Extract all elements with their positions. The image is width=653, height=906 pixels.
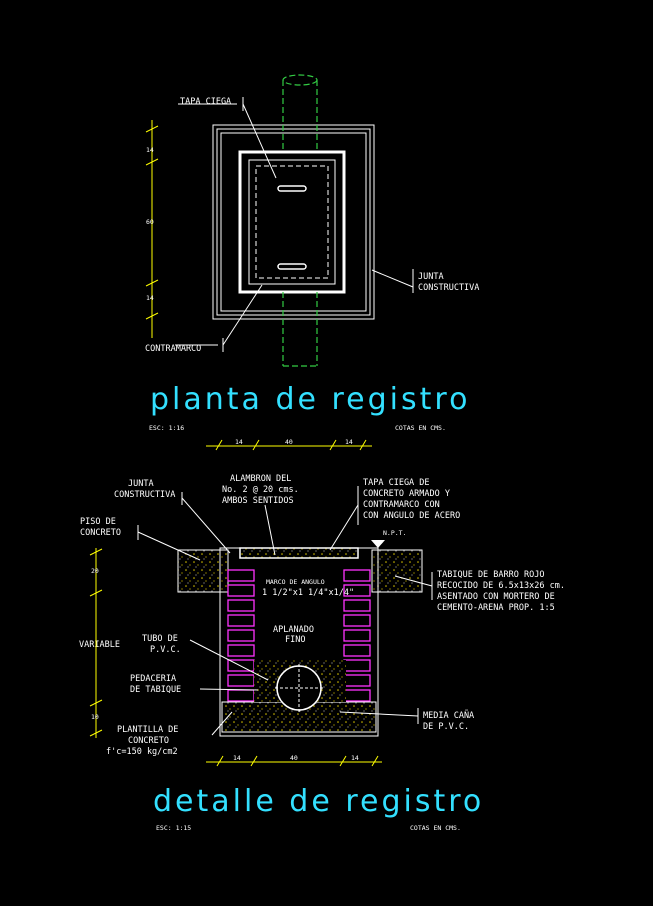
variable-label: VARIABLE: [79, 640, 120, 650]
brick: [227, 614, 255, 627]
brick: [227, 689, 255, 702]
plan-leaders: [175, 97, 414, 352]
pvc-pipe-section: [276, 665, 322, 711]
detail-scale: ESC: 1:15: [156, 824, 191, 832]
plan-horizontal-dimension: 14 40 14: [206, 438, 372, 451]
brick-wall-left: [227, 569, 255, 702]
brick: [227, 644, 255, 657]
plan-dim-v-3: 14: [146, 294, 154, 302]
floor-slab-right: [371, 549, 423, 593]
plan-label-tapa-ciega: TAPA CIEGA: [180, 97, 231, 107]
aplanado-1: APLANADO: [273, 625, 314, 635]
brick: [343, 584, 371, 597]
brick: [343, 689, 371, 702]
detail-junta-2: CONSTRUCTIVA: [114, 490, 175, 500]
plan-outer-frame: [212, 124, 375, 320]
detail-leaders: [137, 486, 433, 736]
detail-title: detalle de registro: [153, 784, 484, 819]
plan-label-contramarco: CONTRAMARCO: [145, 344, 201, 354]
alambron-3: AMBOS SENTIDOS: [222, 496, 294, 506]
detail-view: JUNTA CONSTRUCTIVA ALAMBRON DEL No. 2 @ …: [79, 474, 565, 832]
plantilla-3: f'c=150 kg/cm2: [106, 747, 178, 757]
brick: [343, 614, 371, 627]
plan-label-constructiva: CONSTRUCTIVA: [418, 283, 479, 293]
brick: [343, 674, 371, 687]
tabique-3: ASENTADO CON MORTERO DE: [437, 592, 555, 602]
alambron-2: No. 2 @ 20 cms.: [222, 485, 299, 495]
plan-label-junta: JUNTA: [418, 272, 444, 282]
detail-horizontal-dimension: 14 40 14: [206, 754, 382, 767]
plan-dim-v-1: 14: [146, 146, 154, 154]
tubo-2: P.V.C.: [150, 645, 181, 655]
plan-units: COTAS EN CMS.: [395, 424, 446, 432]
plantilla-1: PLANTILLA DE: [117, 725, 178, 735]
pedaceria-2: DE TABIQUE: [130, 685, 181, 695]
brick: [227, 584, 255, 597]
detail-dim-h-1: 14: [233, 754, 241, 762]
marco-1: MARCO DE ANGULO: [266, 578, 325, 586]
brick: [227, 674, 255, 687]
brick: [343, 599, 371, 612]
plan-dim-v-2: 60: [146, 218, 154, 226]
piso-1: PISO DE: [80, 517, 116, 527]
aplanado-2: FINO: [285, 635, 305, 645]
detail-dim-v-2: 10: [91, 713, 99, 721]
detail-dim-v-1: 20: [91, 567, 99, 575]
brick: [343, 644, 371, 657]
plan-pvc-pipe: [282, 74, 318, 367]
plan-dim-h-3: 14: [345, 438, 353, 446]
plan-vertical-dimension: 14 60 14: [145, 120, 159, 338]
tabique-1: TABIQUE DE BARRO ROJO: [437, 570, 544, 580]
plan-view: 14 60 14: [145, 74, 479, 451]
tapa-3: CONTRAMARCO CON: [363, 500, 440, 510]
tapa-2: CONCRETO ARMADO Y: [363, 489, 450, 499]
detail-dim-h-3: 14: [351, 754, 359, 762]
plan-dim-h-1: 14: [235, 438, 243, 446]
tabique-4: CEMENTO-ARENA PROP. 1:5: [437, 603, 555, 613]
plan-scale: ESC: 1:16: [149, 424, 184, 432]
media-2: DE P.V.C.: [423, 722, 469, 732]
brick-wall-right: [343, 569, 371, 702]
brick: [343, 569, 371, 582]
marco-2: 1 1/2"x1 1/4"x1/4": [262, 588, 354, 598]
detail-dim-h-2: 40: [290, 754, 298, 762]
media-1: MEDIA CAÑA: [423, 710, 474, 721]
plantilla-2: CONCRETO: [128, 736, 169, 746]
npt-label: N.P.T.: [383, 529, 406, 537]
detail-vertical-dimension: 20 10: [89, 548, 103, 738]
plan-title: planta de registro: [150, 382, 470, 417]
tabique-2: RECOCIDO DE 6.5x13x26 cm.: [437, 581, 565, 591]
cover-lid: [239, 547, 359, 559]
detail-junta-1: JUNTA: [128, 479, 154, 489]
tubo-1: TUBO DE: [142, 634, 178, 644]
brick: [227, 629, 255, 642]
brick: [343, 629, 371, 642]
brick: [343, 659, 371, 672]
brick: [227, 599, 255, 612]
pedaceria-1: PEDACERIA: [130, 674, 176, 684]
plan-dim-h-2: 40: [285, 438, 293, 446]
piso-2: CONCRETO: [80, 528, 121, 538]
alambron-1: ALAMBRON DEL: [230, 474, 291, 484]
brick: [227, 569, 255, 582]
tapa-4: CON ANGULO DE ACERO: [363, 511, 460, 521]
detail-units: COTAS EN CMS.: [410, 824, 461, 832]
tapa-1: TAPA CIEGA DE: [363, 478, 430, 488]
